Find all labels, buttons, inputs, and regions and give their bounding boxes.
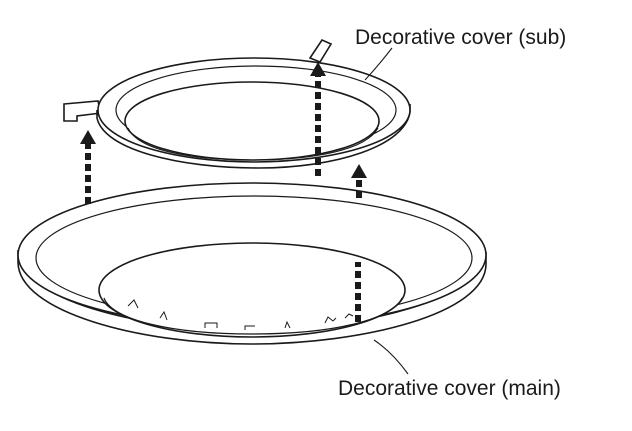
main-cover-opening [98, 242, 406, 338]
sub-cover-hook-tab [308, 38, 333, 63]
sub-cover-opening-lip [127, 127, 379, 161]
arrow-left-head [80, 130, 96, 144]
leader-sub [364, 47, 393, 81]
leader-main [373, 339, 409, 375]
main-cover-opening-lip [103, 297, 403, 335]
assembly-arrows [85, 72, 362, 322]
label-decorative-cover-sub: Decorative cover (sub) [355, 26, 567, 49]
sub-cover-opening [124, 81, 380, 161]
leader-lines [364, 47, 409, 375]
arrow-heads [80, 62, 367, 178]
arrow-right-lower-head [351, 164, 367, 178]
label-decorative-cover-main: Decorative cover (main) [338, 377, 561, 400]
sub-cover [63, 38, 411, 169]
main-cover-latches [127, 299, 354, 330]
main-cover [17, 182, 487, 345]
sub-cover-left-tab [63, 100, 102, 122]
arrow-hook-head [310, 62, 326, 76]
